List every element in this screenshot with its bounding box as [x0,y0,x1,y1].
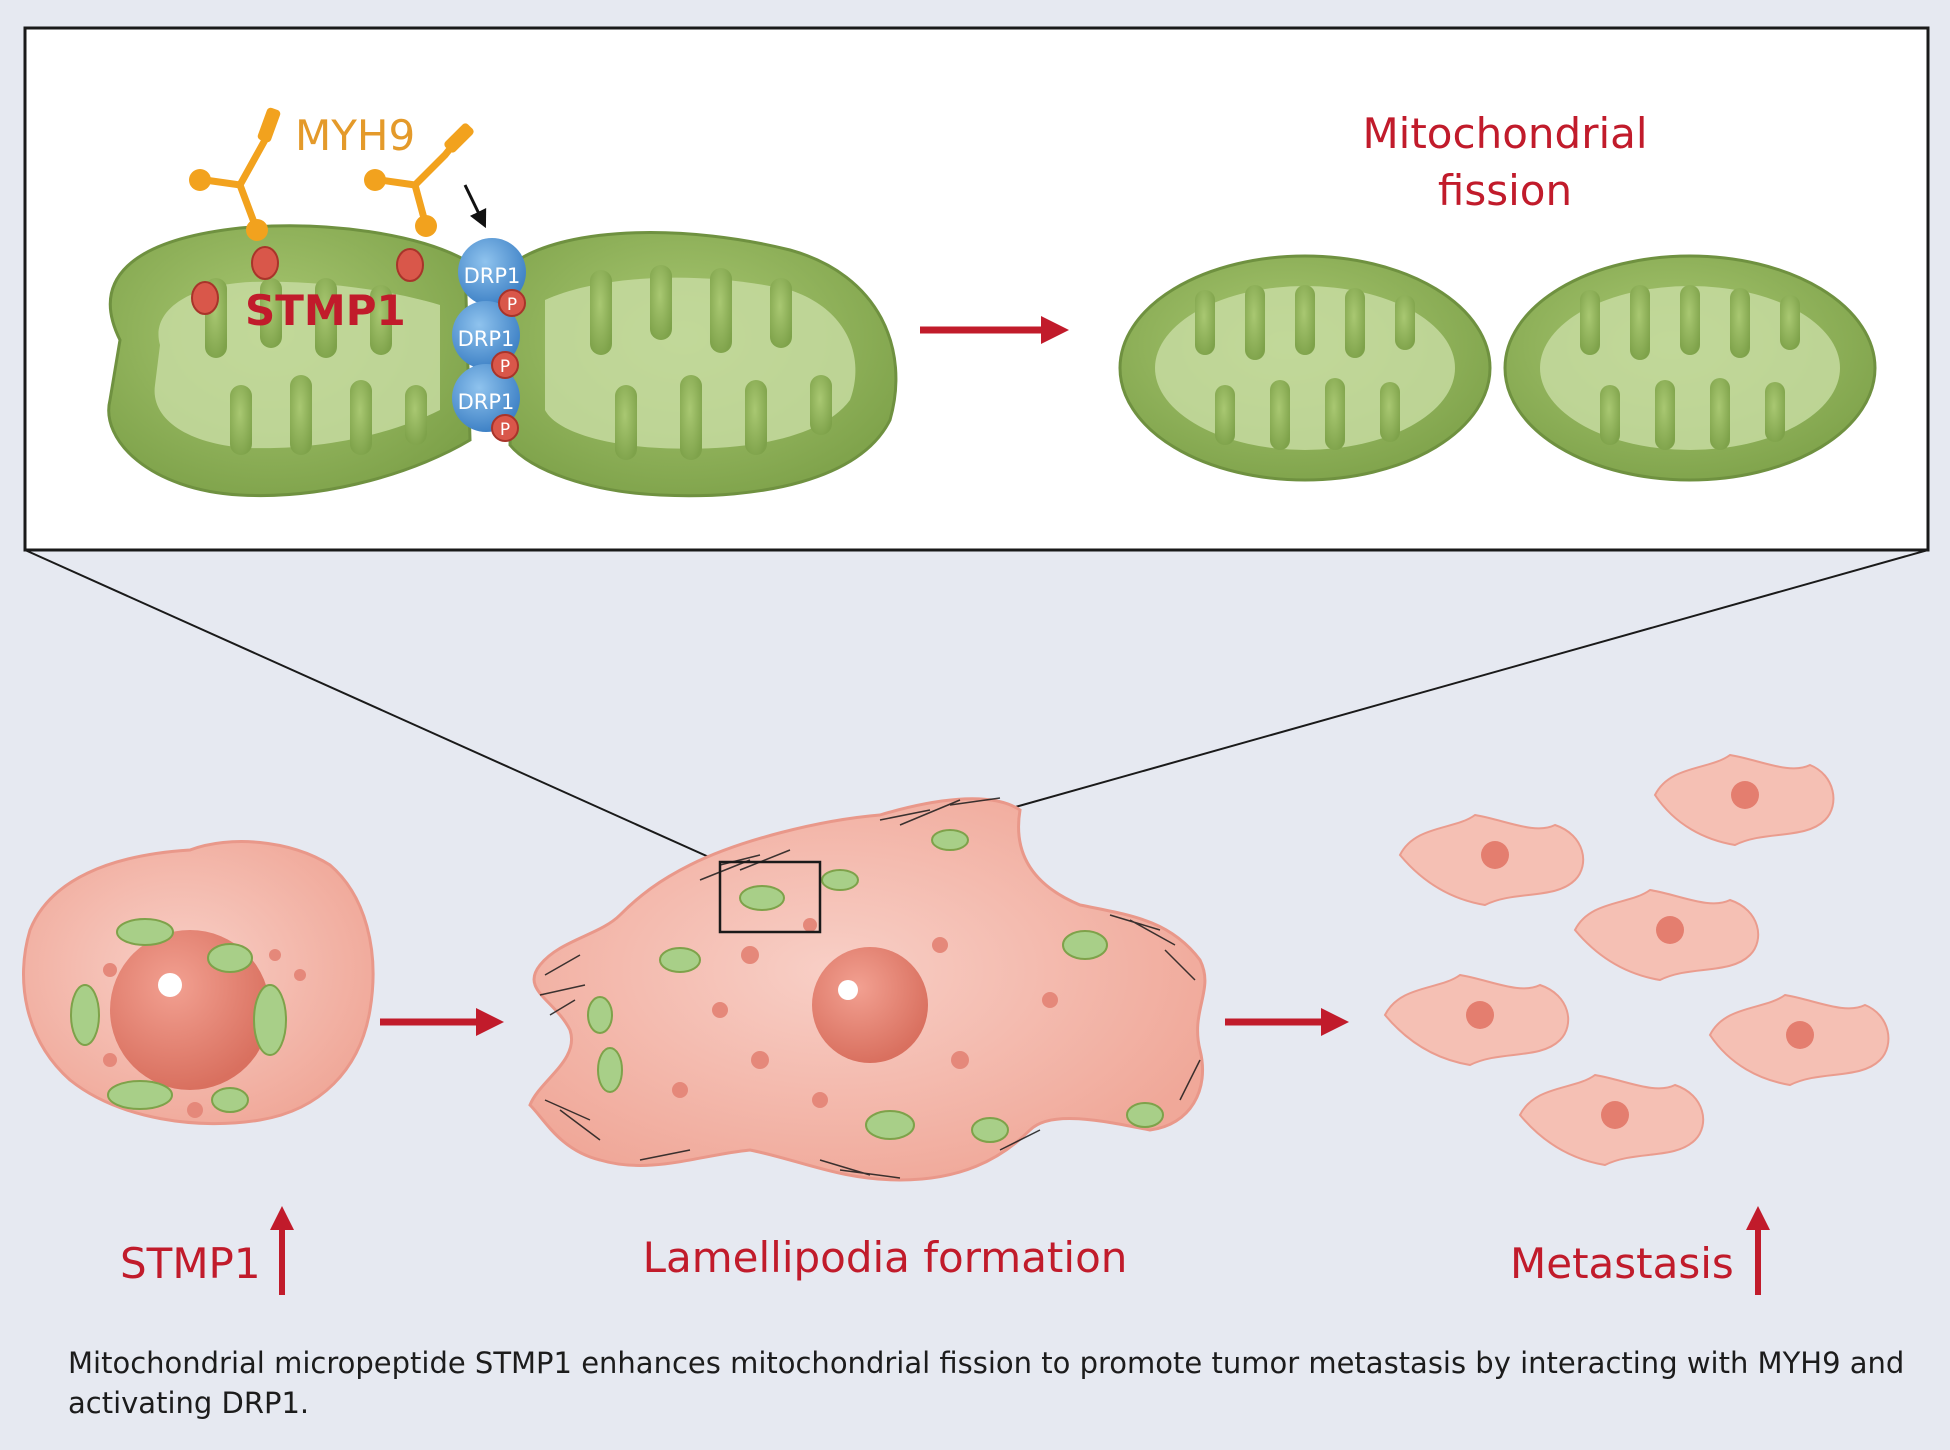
phospho-label-3: P [500,420,510,440]
zoom-line-left [24,549,721,863]
migrating-tumor-cell [528,797,1207,1182]
stmp1-inset-label: STMP1 [245,286,406,335]
zoom-selection-box [718,860,822,934]
myh9-label: MYH9 [295,111,415,160]
fission-label-line2: fission [1438,166,1572,215]
round-tumor-cell [21,840,375,1126]
metastatic-cell-4 [1383,973,1570,1067]
drp1-label-1: DRP1 [464,264,521,288]
fission-label-line1: Mitochondrial [1362,109,1647,158]
stmp1-bottom-label: STMP1 [120,1239,261,1288]
metastasis-label: Metastasis [1510,1239,1734,1288]
daughter-mitochondrion-2 [1503,254,1877,482]
phospho-badge-3 [491,414,519,442]
mitochondrion-right-half [508,231,898,498]
lamellipodia-label: Lamellipodia formation [643,1233,1128,1282]
myh9-to-drp1-arrow [463,184,487,229]
stmp1-peptides [191,246,424,315]
myh9-protein-left [189,107,281,241]
phospho-badge-2 [491,351,519,379]
myh9-protein-right [364,123,474,237]
phospho-label-1: P [507,295,517,315]
daughter-mitochondrion-1 [1118,254,1492,482]
metastatic-cell-2 [1653,753,1835,847]
phospho-label-2: P [500,357,510,377]
drp1-label-2: DRP1 [458,327,515,351]
metastatic-cell-1 [1398,813,1585,907]
metastatic-cell-5 [1708,993,1890,1087]
metastatic-cells [1383,753,1890,1167]
metastatic-cell-6 [1518,1073,1705,1167]
metastatic-cell-3 [1573,888,1760,982]
drp1-ring: DRP1 DRP1 DRP1 P P P [452,238,526,442]
figure-caption: Mitochondrial micropeptide STMP1 enhance… [68,1346,1905,1420]
phospho-badge-1 [498,289,526,317]
drp1-label-3: DRP1 [458,390,515,414]
drp1-unit-1 [458,238,526,306]
